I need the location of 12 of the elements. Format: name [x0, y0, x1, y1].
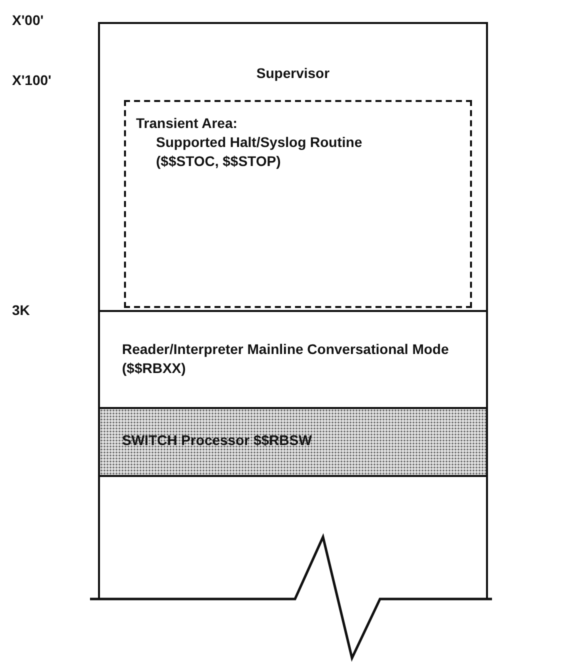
memory-region — [98, 475, 488, 598]
dashed-area — [124, 100, 472, 308]
shaded-memory-region — [98, 407, 488, 475]
address-label: X'100' — [12, 72, 52, 88]
address-label: X'00' — [12, 12, 44, 28]
region-label: SWITCH Processor $$RBSW — [122, 431, 312, 450]
memory-region — [98, 22, 488, 310]
address-label: 3K — [12, 302, 30, 318]
region-label: Reader/Interpreter Mainline Conversational Mode ($$RBXX) — [122, 340, 450, 378]
area-heading: Transient Area: — [136, 114, 238, 133]
area-description: Supported Halt/Syslog Routine ($$STOC, $$STOP) — [156, 133, 364, 171]
region-heading: Supervisor — [255, 64, 331, 83]
